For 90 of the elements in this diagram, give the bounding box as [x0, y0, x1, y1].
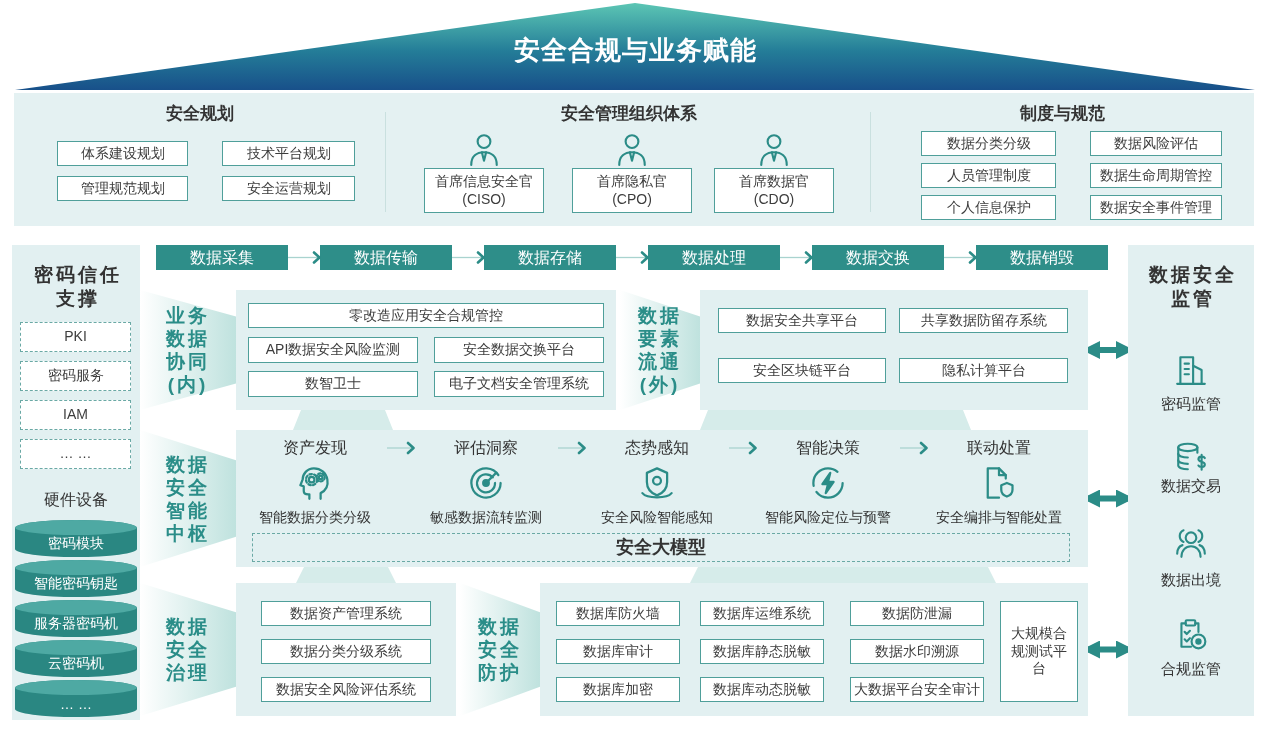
module-box: 数据库动态脱敏 [700, 677, 824, 702]
device-cylinder: 密码模块 [15, 520, 137, 557]
module-box: 安全数据交换平台 [434, 337, 604, 363]
panel-heading: 数据安全监管 [1148, 263, 1238, 311]
layer-heading: 数据安全治理 [165, 615, 211, 684]
module-box: API数据安全风险监测 [248, 337, 418, 363]
supervision-label: 密码监管 [1160, 394, 1222, 414]
step-heading: 智能决策 [795, 438, 861, 458]
supervision-label: 合规监管 [1160, 659, 1222, 679]
module-box: 数据分类分级 [921, 131, 1056, 156]
module-box: 数据安全事件管理 [1090, 195, 1222, 220]
module-box: 个人信息保护 [921, 195, 1056, 220]
panel-heading: 密码信任支撑 [33, 263, 123, 311]
step-heading: 资产发现 [282, 438, 348, 458]
layer-heading: 数据安全智能中枢 [165, 452, 211, 545]
step-caption: 安全编排与智能处置 [935, 508, 1063, 527]
module-box: 数据防泄漏 [850, 601, 984, 626]
role-box: 首席隐私官 (CPO) [572, 168, 692, 213]
step-arrow [386, 441, 415, 455]
group-heading: 硬件设备 [43, 490, 109, 510]
step-arrow [728, 441, 757, 455]
module-box: 大规模合规测试平台 [1000, 601, 1078, 702]
model-box: 安全大模型 [252, 533, 1070, 562]
service-box: PKI [20, 322, 131, 352]
supervision-label: 数据出境 [1160, 570, 1222, 590]
step-heading: 联动处置 [966, 438, 1032, 458]
module-box: 数据生命周期管控 [1090, 163, 1222, 188]
role-box: 首席信息安全官 (CISO) [424, 168, 544, 213]
module-box: 数据库防火墙 [556, 601, 680, 626]
stage-box: 数据采集 [156, 245, 288, 270]
step-arrow [615, 251, 649, 264]
step-caption: 智能风险定位与预警 [764, 508, 892, 527]
module-box: 隐私计算平台 [899, 358, 1068, 383]
stage-box: 数据交换 [812, 245, 944, 270]
step-arrow [451, 251, 485, 264]
module-box: 体系建设规划 [57, 141, 188, 166]
module-box: 数据风险评估 [1090, 131, 1222, 156]
stage-box: 数据销毁 [976, 245, 1108, 270]
layer-heading: 业务数据协同(内) [165, 304, 211, 396]
module-box: 管理规范规划 [57, 176, 188, 201]
module-box: 电子文档安全管理系统 [434, 371, 604, 397]
device-cylinder: … … [15, 680, 137, 717]
step-caption: 安全风险智能感知 [600, 508, 714, 527]
side-panel [1128, 245, 1254, 716]
step-arrow [779, 251, 813, 264]
module-box: 人员管理制度 [921, 163, 1056, 188]
step-heading: 评估洞察 [453, 438, 519, 458]
module-box: 安全区块链平台 [718, 358, 886, 383]
step-arrow [899, 441, 928, 455]
step-arrow [287, 251, 321, 264]
supervision-label: 数据交易 [1160, 476, 1222, 496]
section-panel [871, 93, 1254, 226]
module-box: 数据安全共享平台 [718, 308, 886, 333]
service-box: … … [20, 439, 131, 469]
device-cylinder: 云密码机 [15, 640, 137, 677]
device-cylinder: 服务器密码机 [15, 600, 137, 637]
step-heading: 态势感知 [624, 438, 690, 458]
module-box: 数据分类分级系统 [261, 639, 431, 664]
module-box: 数智卫士 [248, 371, 418, 397]
stage-box: 数据存储 [484, 245, 616, 270]
module-box: 安全运营规划 [222, 176, 355, 201]
step-arrow [943, 251, 977, 264]
step-caption: 智能数据分类分级 [258, 508, 372, 527]
module-box: 数据库运维系统 [700, 601, 824, 626]
stage-box: 数据处理 [648, 245, 780, 270]
section-heading: 安全规划 [165, 103, 235, 125]
module-box: 零改造应用安全合规管控 [248, 303, 604, 328]
stage-box: 数据传输 [320, 245, 452, 270]
section-panel [386, 93, 871, 226]
section-heading: 安全管理组织体系 [559, 103, 698, 125]
module-box: 数据库加密 [556, 677, 680, 702]
device-cylinder: 智能密码钥匙 [15, 560, 137, 597]
service-box: 密码服务 [20, 361, 131, 391]
layer-heading: 数据安全防护 [477, 615, 523, 684]
side-panel [12, 245, 140, 720]
service-box: IAM [20, 400, 131, 430]
module-box: 数据资产管理系统 [261, 601, 431, 626]
module-box: 数据库静态脱敏 [700, 639, 824, 664]
module-box: 数据库审计 [556, 639, 680, 664]
module-box: 技术平台规划 [222, 141, 355, 166]
module-box: 共享数据防留存系统 [899, 308, 1068, 333]
step-caption: 敏感数据流转监测 [429, 508, 543, 527]
layer-heading: 数据要素流通(外) [637, 304, 683, 396]
module-box: 数据水印溯源 [850, 639, 984, 664]
section-panel [14, 93, 386, 226]
step-arrow [557, 441, 586, 455]
section-heading: 制度与规范 [1019, 103, 1106, 125]
module-box: 大数据平台安全审计 [850, 677, 984, 702]
role-box: 首席数据官 (CDO) [714, 168, 834, 213]
module-box: 数据安全风险评估系统 [261, 677, 431, 702]
